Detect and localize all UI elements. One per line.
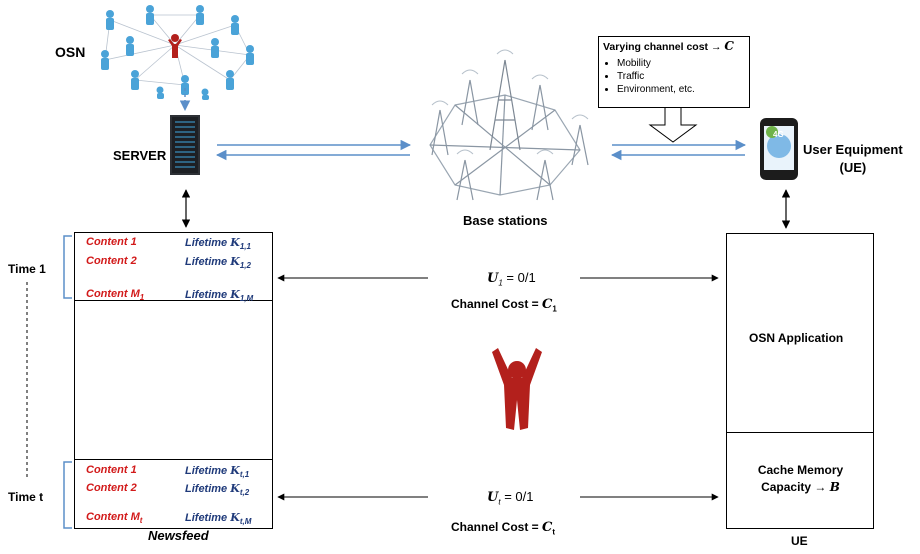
ue-phone-image (760, 118, 798, 180)
server-label: SERVER (113, 148, 167, 163)
cost1-text: Channel Cost = (451, 297, 539, 311)
lifetime-text: Lifetime (185, 289, 228, 301)
cost1-label: Channel Cost = C1 (451, 297, 557, 313)
costt-label: Channel Cost = Ct (451, 520, 555, 536)
k-symbol: K (230, 255, 240, 268)
varying-channel-cost-box: Varying channel cost → C Mobility Traffi… (598, 36, 750, 108)
ue-title-text: User Equipment (803, 142, 903, 157)
k-subscript: 1,M (239, 294, 254, 304)
server-image (170, 115, 200, 175)
k-subscript: 1,2 (239, 261, 251, 271)
varying-cost-title: Varying channel cost → C (599, 37, 749, 55)
lifetime-cell: Lifetime K1,2 (185, 255, 251, 270)
newsfeed-divider-top (74, 300, 273, 301)
k-subscript: 1,1 (239, 242, 251, 252)
k-symbol: K (230, 511, 240, 524)
varying-cost-title-text: Varying channel cost → (603, 41, 722, 53)
user-person-icon (492, 348, 542, 430)
content-subscript: t (139, 516, 143, 526)
k-subscript: t,2 (239, 488, 250, 498)
cost1-symbol: C (542, 297, 553, 312)
newsfeed-divider-bottom (74, 459, 273, 460)
4g-badge: 4G (773, 130, 784, 139)
content-name: Content 2 (86, 255, 137, 267)
varying-cost-list: Mobility Traffic Environment, etc. (599, 57, 749, 96)
u1-value: = 0/1 (506, 270, 536, 285)
lifetime-text: Lifetime (185, 465, 228, 477)
lifetime-text: Lifetime (185, 237, 228, 249)
osn-application-label: OSN Application (749, 331, 844, 345)
timet-label: Time t (8, 490, 44, 504)
ue-label: UE (791, 534, 808, 548)
lifetime-cell: Lifetime Kt,1 (185, 464, 249, 479)
cache-line1: Cache Memory (757, 463, 844, 477)
content-row: Content 2 (86, 255, 137, 267)
ue-title: User Equipment (UE) (803, 141, 903, 177)
varying-cost-symbol: C (724, 39, 734, 53)
cost1-subscript: 1 (552, 304, 557, 314)
base-stations-image (429, 49, 589, 201)
k-symbol: K (230, 464, 240, 477)
content-row: Content 1 (86, 464, 137, 476)
content-row: Content Mt (86, 511, 142, 525)
k-symbol: K (230, 288, 240, 301)
u1-subscript: 1 (498, 278, 503, 288)
lifetime-text: Lifetime (185, 512, 228, 524)
cache-symbol: B (829, 480, 840, 494)
costt-subscript: t (552, 527, 556, 537)
varying-cost-item: Environment, etc. (617, 83, 749, 96)
cache-line2: Capacity → (761, 480, 827, 494)
ue-title-abbr: (UE) (839, 160, 867, 175)
ut-label: Ut = 0/1 (487, 489, 533, 507)
k-subscript: t,1 (239, 470, 250, 480)
varying-cost-item: Mobility (617, 57, 749, 70)
lifetime-cell: Lifetime K1,M (185, 288, 253, 303)
lifetime-cell: Lifetime K1,1 (185, 236, 251, 251)
cache-memory-label: Cache Memory Capacity → B (733, 462, 868, 496)
ue-box (726, 233, 874, 529)
content-name: Content 2 (86, 482, 137, 494)
base-stations-label: Base stations (463, 213, 548, 228)
newsfeed-label: Newsfeed (148, 528, 209, 543)
content-name: Content M (86, 511, 140, 523)
u1-symbol: U (487, 271, 499, 286)
lifetime-text: Lifetime (185, 256, 228, 268)
ut-subscript: t (498, 497, 501, 507)
ut-symbol: U (487, 490, 499, 505)
content-name: Content M (86, 288, 140, 300)
k-symbol: K (230, 482, 240, 495)
ue-box-divider (726, 432, 874, 433)
content-name: Content 1 (86, 464, 137, 476)
content-row: Content M1 (86, 288, 144, 302)
osn-network-image (101, 5, 254, 100)
newsfeed-box (74, 232, 273, 529)
k-subscript: t,M (239, 517, 252, 527)
content-subscript: 1 (139, 293, 145, 303)
osn-label: OSN (55, 44, 86, 60)
content-name: Content 1 (86, 236, 137, 248)
lifetime-cell: Lifetime Kt,M (185, 511, 251, 526)
ut-value: = 0/1 (504, 489, 534, 504)
varying-cost-item: Traffic (617, 70, 749, 83)
lifetime-text: Lifetime (185, 483, 228, 495)
costt-text: Channel Cost = (451, 520, 539, 534)
u1-label: U1 = 0/1 (487, 270, 536, 288)
time1-label: Time 1 (8, 262, 46, 276)
costt-symbol: C (542, 520, 553, 535)
lifetime-cell: Lifetime Kt,2 (185, 482, 249, 497)
k-symbol: K (230, 236, 240, 249)
content-row: Content 1 (86, 236, 137, 248)
content-row: Content 2 (86, 482, 137, 494)
